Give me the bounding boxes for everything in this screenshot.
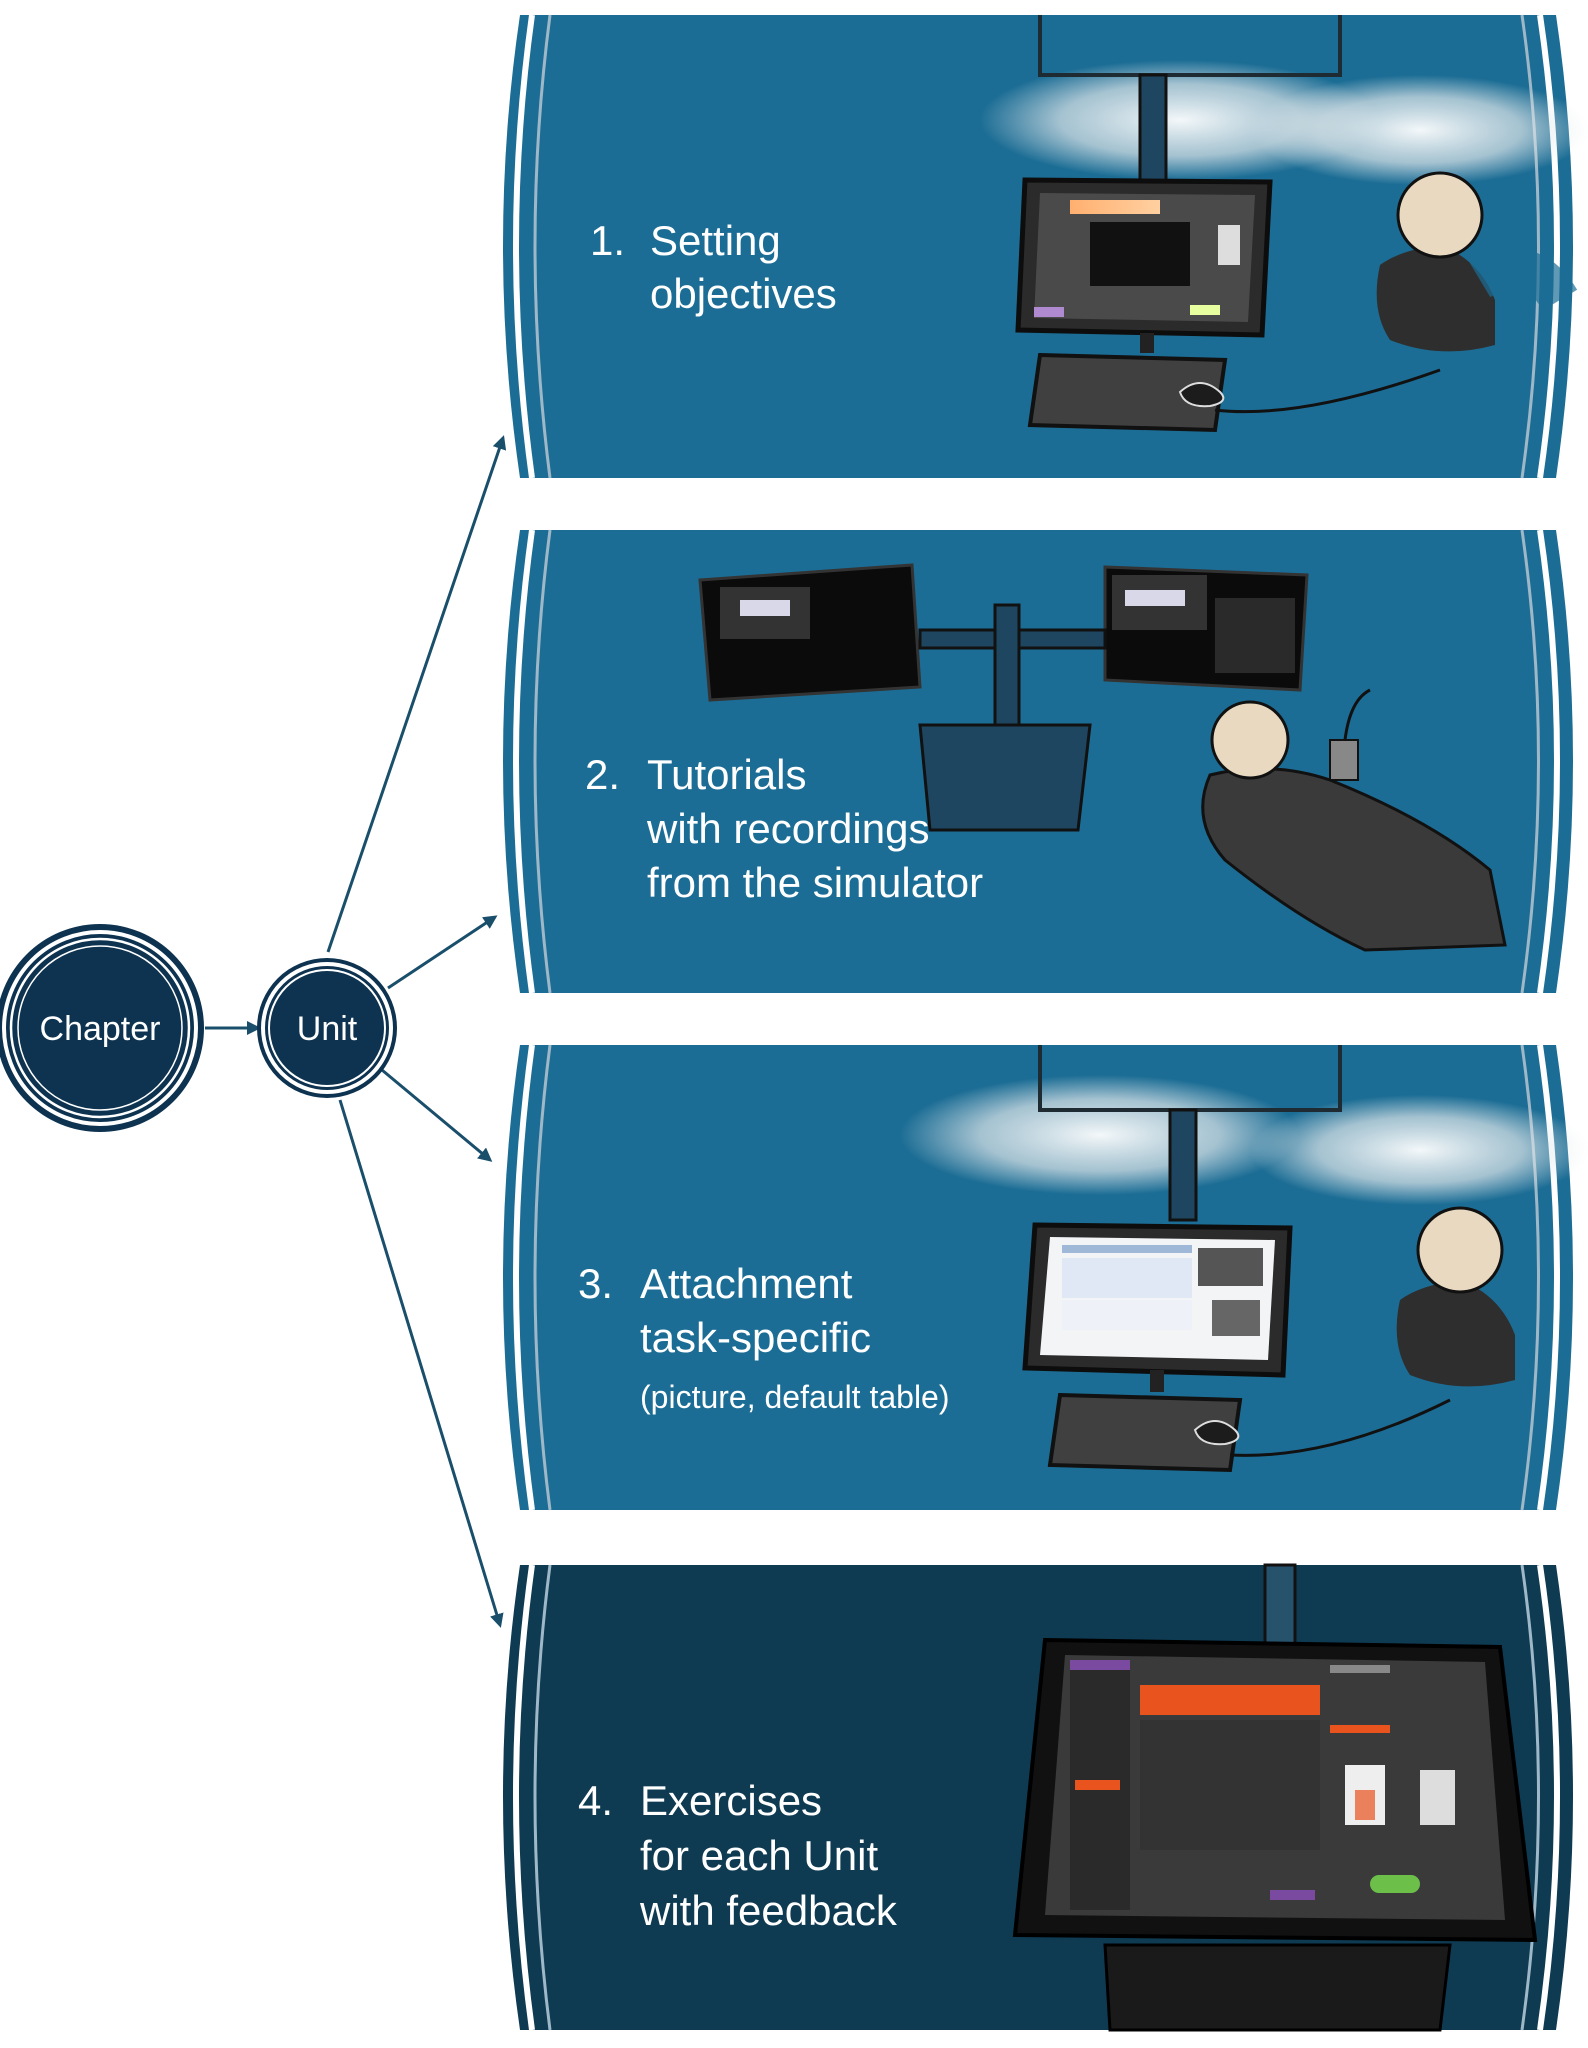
chapter-node: Chapter	[0, 924, 204, 1132]
panel-3-number: 3.	[578, 1260, 613, 1307]
panel-3-text: 3. Attachment task-specific (picture, de…	[578, 1260, 950, 1415]
panel-2-line-2: with recordings	[646, 805, 929, 852]
monitor-1	[1015, 177, 1441, 433]
monitors-2	[698, 563, 1309, 832]
panel-2-line-3: from the simulator	[647, 859, 983, 906]
panel-4-number: 4.	[578, 1777, 613, 1824]
arrow-unit-to-panel-4	[338, 1099, 504, 1628]
panel-2	[503, 529, 1573, 994]
unit-node: Unit	[257, 958, 397, 1098]
panel-2-text: 2. Tutorials with recordings from the si…	[585, 751, 983, 906]
panel-3-line-1: Attachment	[640, 1260, 853, 1307]
arrow-unit-to-panel-3	[381, 1068, 493, 1162]
monitor-3	[1022, 1222, 1451, 1473]
panel-4-line-1: Exercises	[640, 1777, 822, 1824]
panel-1-line-1: Setting	[650, 217, 781, 264]
panel-1-text: 1. Setting objectives	[590, 217, 837, 317]
panel-4	[503, 1563, 1573, 2032]
arrow-unit-to-panel-2	[387, 915, 498, 990]
arrow-unit-to-panel-1	[326, 435, 507, 953]
monitor-4	[1012, 1637, 1538, 2032]
panel-4-line-3: with feedback	[639, 1887, 898, 1934]
arrows	[205, 435, 507, 1628]
panel-3-subtitle: (picture, default table)	[640, 1379, 950, 1415]
panel-1-number: 1.	[590, 217, 625, 264]
panel-1-line-2: objectives	[650, 270, 837, 317]
panel-4-text: 4. Exercises for each Unit with feedback	[578, 1777, 898, 1934]
patient-figure-1	[1376, 171, 1578, 352]
patient-figure-3	[1396, 1206, 1515, 1387]
panel-3	[503, 1044, 1588, 1511]
panel-4-line-2: for each Unit	[640, 1832, 878, 1879]
unit-label: Unit	[297, 1010, 358, 1048]
panel-3-line-2: task-specific	[640, 1314, 871, 1361]
panel-1	[503, 14, 1588, 479]
chapter-label: Chapter	[40, 1010, 161, 1048]
panel-2-number: 2.	[585, 751, 620, 798]
patient-figure-2	[1201, 688, 1507, 952]
panel-2-line-1: Tutorials	[647, 751, 807, 798]
